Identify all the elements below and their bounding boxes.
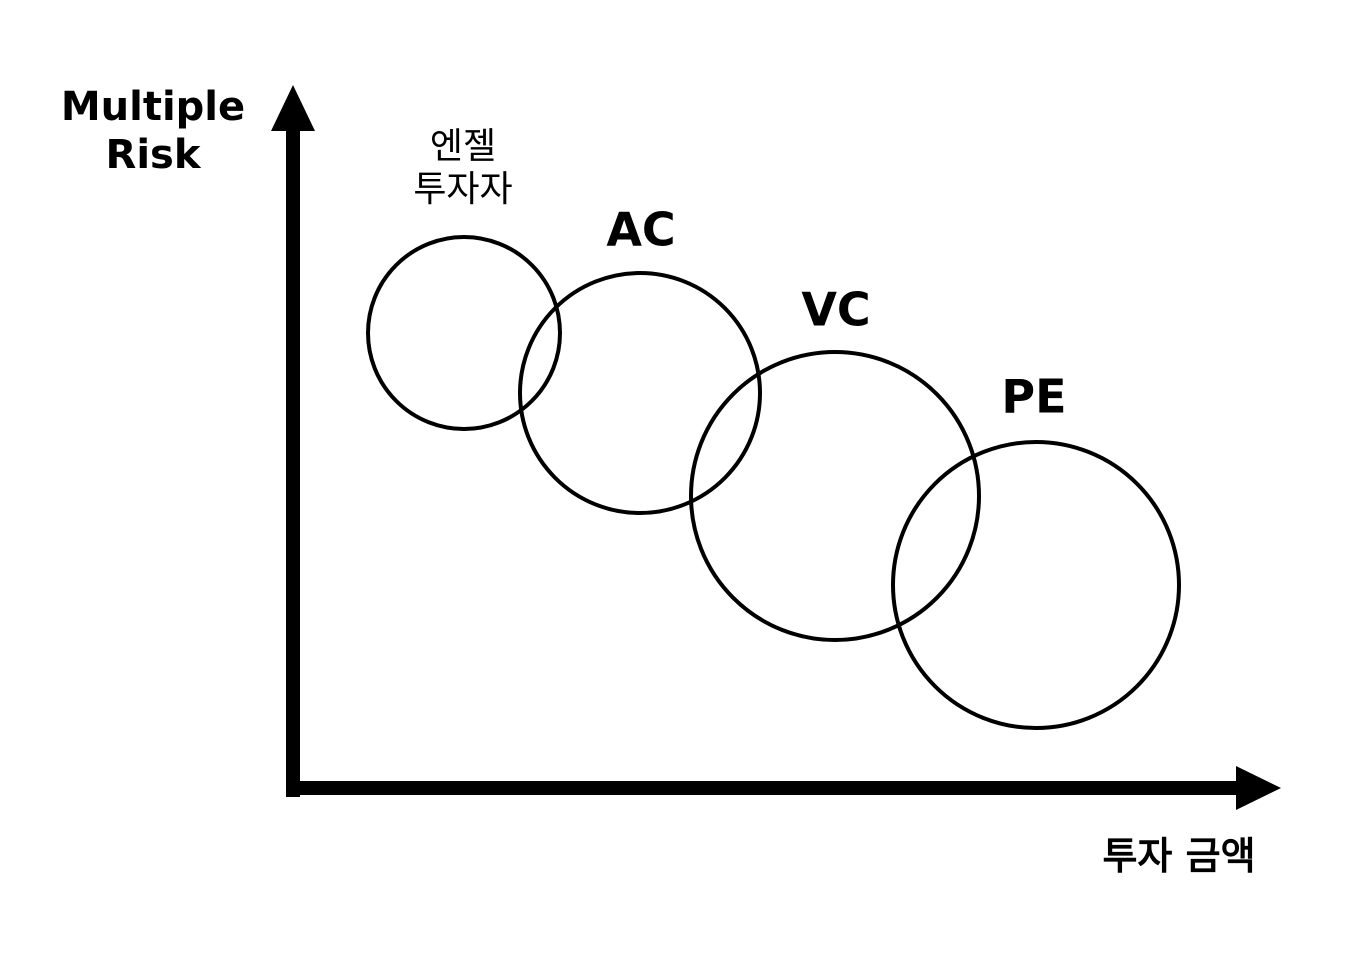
ac-label: AC <box>606 202 676 257</box>
y-axis-label-line2: Risk <box>105 132 201 178</box>
vc-label: VC <box>801 282 871 337</box>
y-axis <box>271 85 315 797</box>
angel-investor-label: 엔젤 투자자 <box>413 125 512 211</box>
vc-circle <box>689 350 981 642</box>
x-axis-label: 투자 금액 <box>1102 834 1256 879</box>
y-axis-arrow-icon <box>271 85 315 131</box>
angel-investor-circle <box>366 235 562 431</box>
pe-circle <box>891 440 1181 730</box>
x-axis-arrow-icon <box>1236 766 1281 810</box>
y-axis-label: Multiple Risk <box>61 83 245 179</box>
angel-label-line2: 투자자 <box>413 169 513 210</box>
angel-label-line1: 엔젤 <box>429 125 497 167</box>
ac-circle <box>518 271 762 515</box>
x-axis <box>286 766 1281 810</box>
pe-label: PE <box>1001 369 1067 424</box>
y-axis-label-line1: Multiple <box>60 84 246 130</box>
